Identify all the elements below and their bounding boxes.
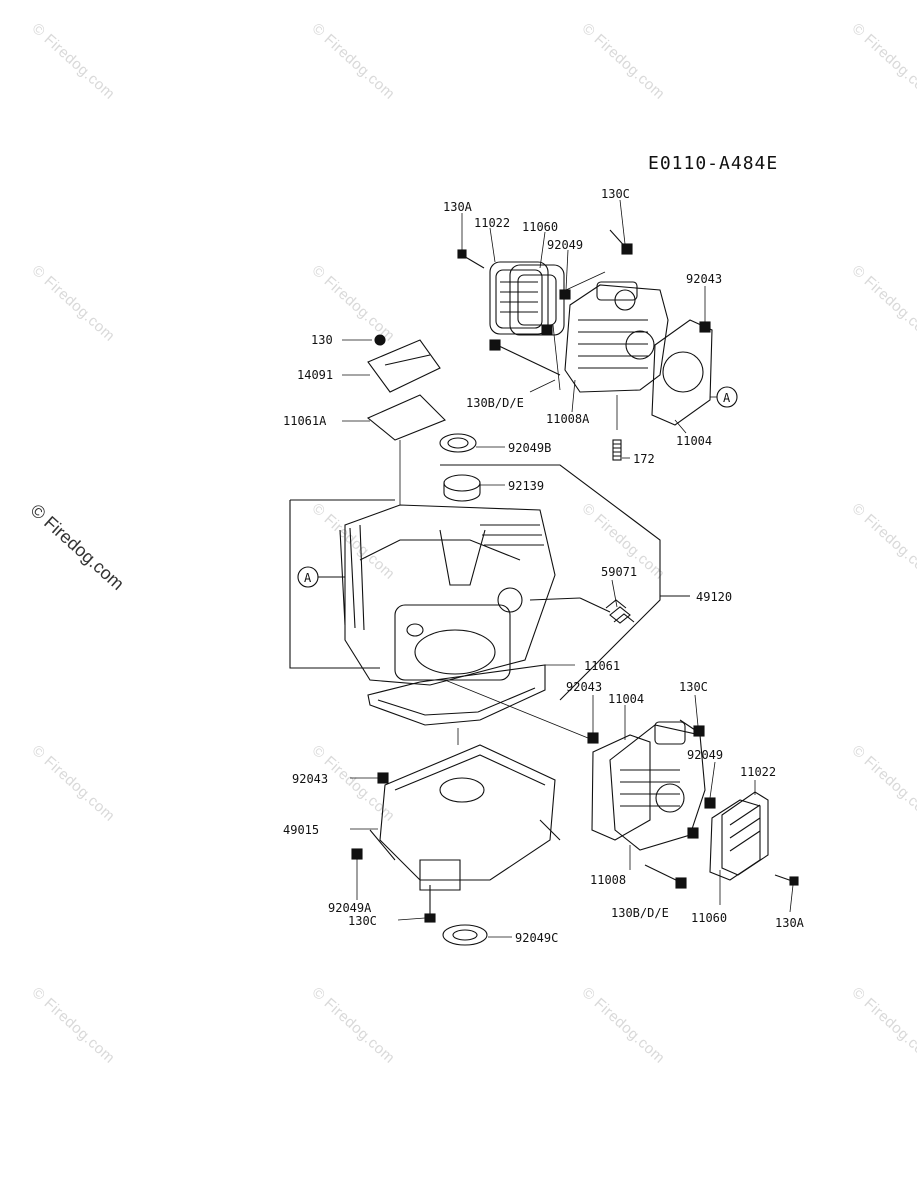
plug-92049a [351, 848, 363, 860]
head-cover-11022-top [489, 261, 549, 335]
callout-a-center-letter: A [304, 571, 312, 585]
label-92139: 92139 [508, 479, 545, 493]
label-130a-top: 130A [443, 200, 472, 214]
cover-gasket-11060-bottom [709, 799, 761, 881]
label-92049-top: 92049 [547, 238, 584, 252]
crankcase-49120 [339, 504, 556, 686]
label-130bde-top: 130B/D/E [466, 396, 524, 410]
label-11061a: 11061A [283, 414, 327, 428]
label-11022-right: 11022 [740, 765, 777, 779]
dowel-92049-a [559, 289, 571, 300]
cylinder-head-11008 [609, 721, 706, 851]
label-130c-bottom: 130C [348, 914, 377, 928]
label-11008a: 11008A [546, 412, 590, 426]
label-172: 172 [633, 452, 655, 466]
oil-seal-92049b [439, 433, 477, 453]
label-49120: 49120 [696, 590, 733, 604]
label-11060-top: 11060 [522, 220, 559, 234]
group-bracket-right [440, 464, 661, 701]
diagram-code: E0110-A484E [648, 153, 779, 174]
callout-a-top-letter: A [723, 391, 731, 405]
leader-lines [342, 199, 794, 938]
label-11004-mid: 11004 [608, 692, 645, 706]
label-92049b: 92049B [508, 441, 552, 455]
label-92043-mid: 92043 [566, 680, 603, 694]
bushing-92139 [443, 474, 481, 502]
bolt-130c-right [679, 719, 705, 737]
bolt-130a-bottom [774, 874, 799, 886]
label-92049a: 92049A [328, 901, 372, 915]
label-11060-bottom: 11060 [691, 911, 728, 925]
bolt-130bde-top [489, 339, 561, 376]
label-92043-left: 92043 [292, 772, 329, 786]
label-49015: 49015 [283, 823, 320, 837]
head-gasket-11004-mid [591, 734, 651, 841]
label-14091: 14091 [297, 368, 334, 382]
cover-gasket-11060-top [509, 264, 565, 336]
breather-gasket-11061a [366, 394, 446, 441]
dowel-92043-left [377, 772, 389, 784]
head-gasket-11004-top [651, 319, 713, 426]
dowel-92049-right [704, 797, 716, 809]
label-130c-top: 130C [601, 187, 630, 201]
label-92049-right: 92049 [687, 748, 724, 762]
label-130bde-bottom: 130B/D/E [611, 906, 669, 920]
dowel-92043-mid [587, 732, 599, 744]
dowel-92049-b [541, 324, 553, 335]
crankcase-gasket-11061 [367, 664, 546, 726]
label-11022-top: 11022 [474, 216, 511, 230]
label-92049c: 92049C [515, 931, 559, 945]
label-11004-top: 11004 [676, 434, 713, 448]
cylinder-head-11008a [564, 281, 669, 393]
label-59071: 59071 [601, 565, 638, 579]
label-130: 130 [311, 333, 333, 347]
label-130c-right: 130C [679, 680, 708, 694]
label-11061: 11061 [584, 659, 621, 673]
breather-cover-14091 [367, 334, 441, 393]
bolt-130c-top [609, 229, 633, 255]
bolt-130a-top [457, 249, 485, 269]
label-92043-top: 92043 [686, 272, 723, 286]
label-11008: 11008 [590, 873, 627, 887]
oil-seal-92049c [442, 924, 488, 946]
dowel-92043-top [699, 321, 711, 333]
group-bracket-left [289, 499, 395, 669]
bolt-130bde-bottom [644, 864, 687, 889]
head-cover-11022-right [721, 791, 769, 876]
label-130a-bottom: 130A [775, 916, 804, 930]
oil-pan-49015 [369, 744, 561, 891]
stud-172 [612, 439, 622, 461]
